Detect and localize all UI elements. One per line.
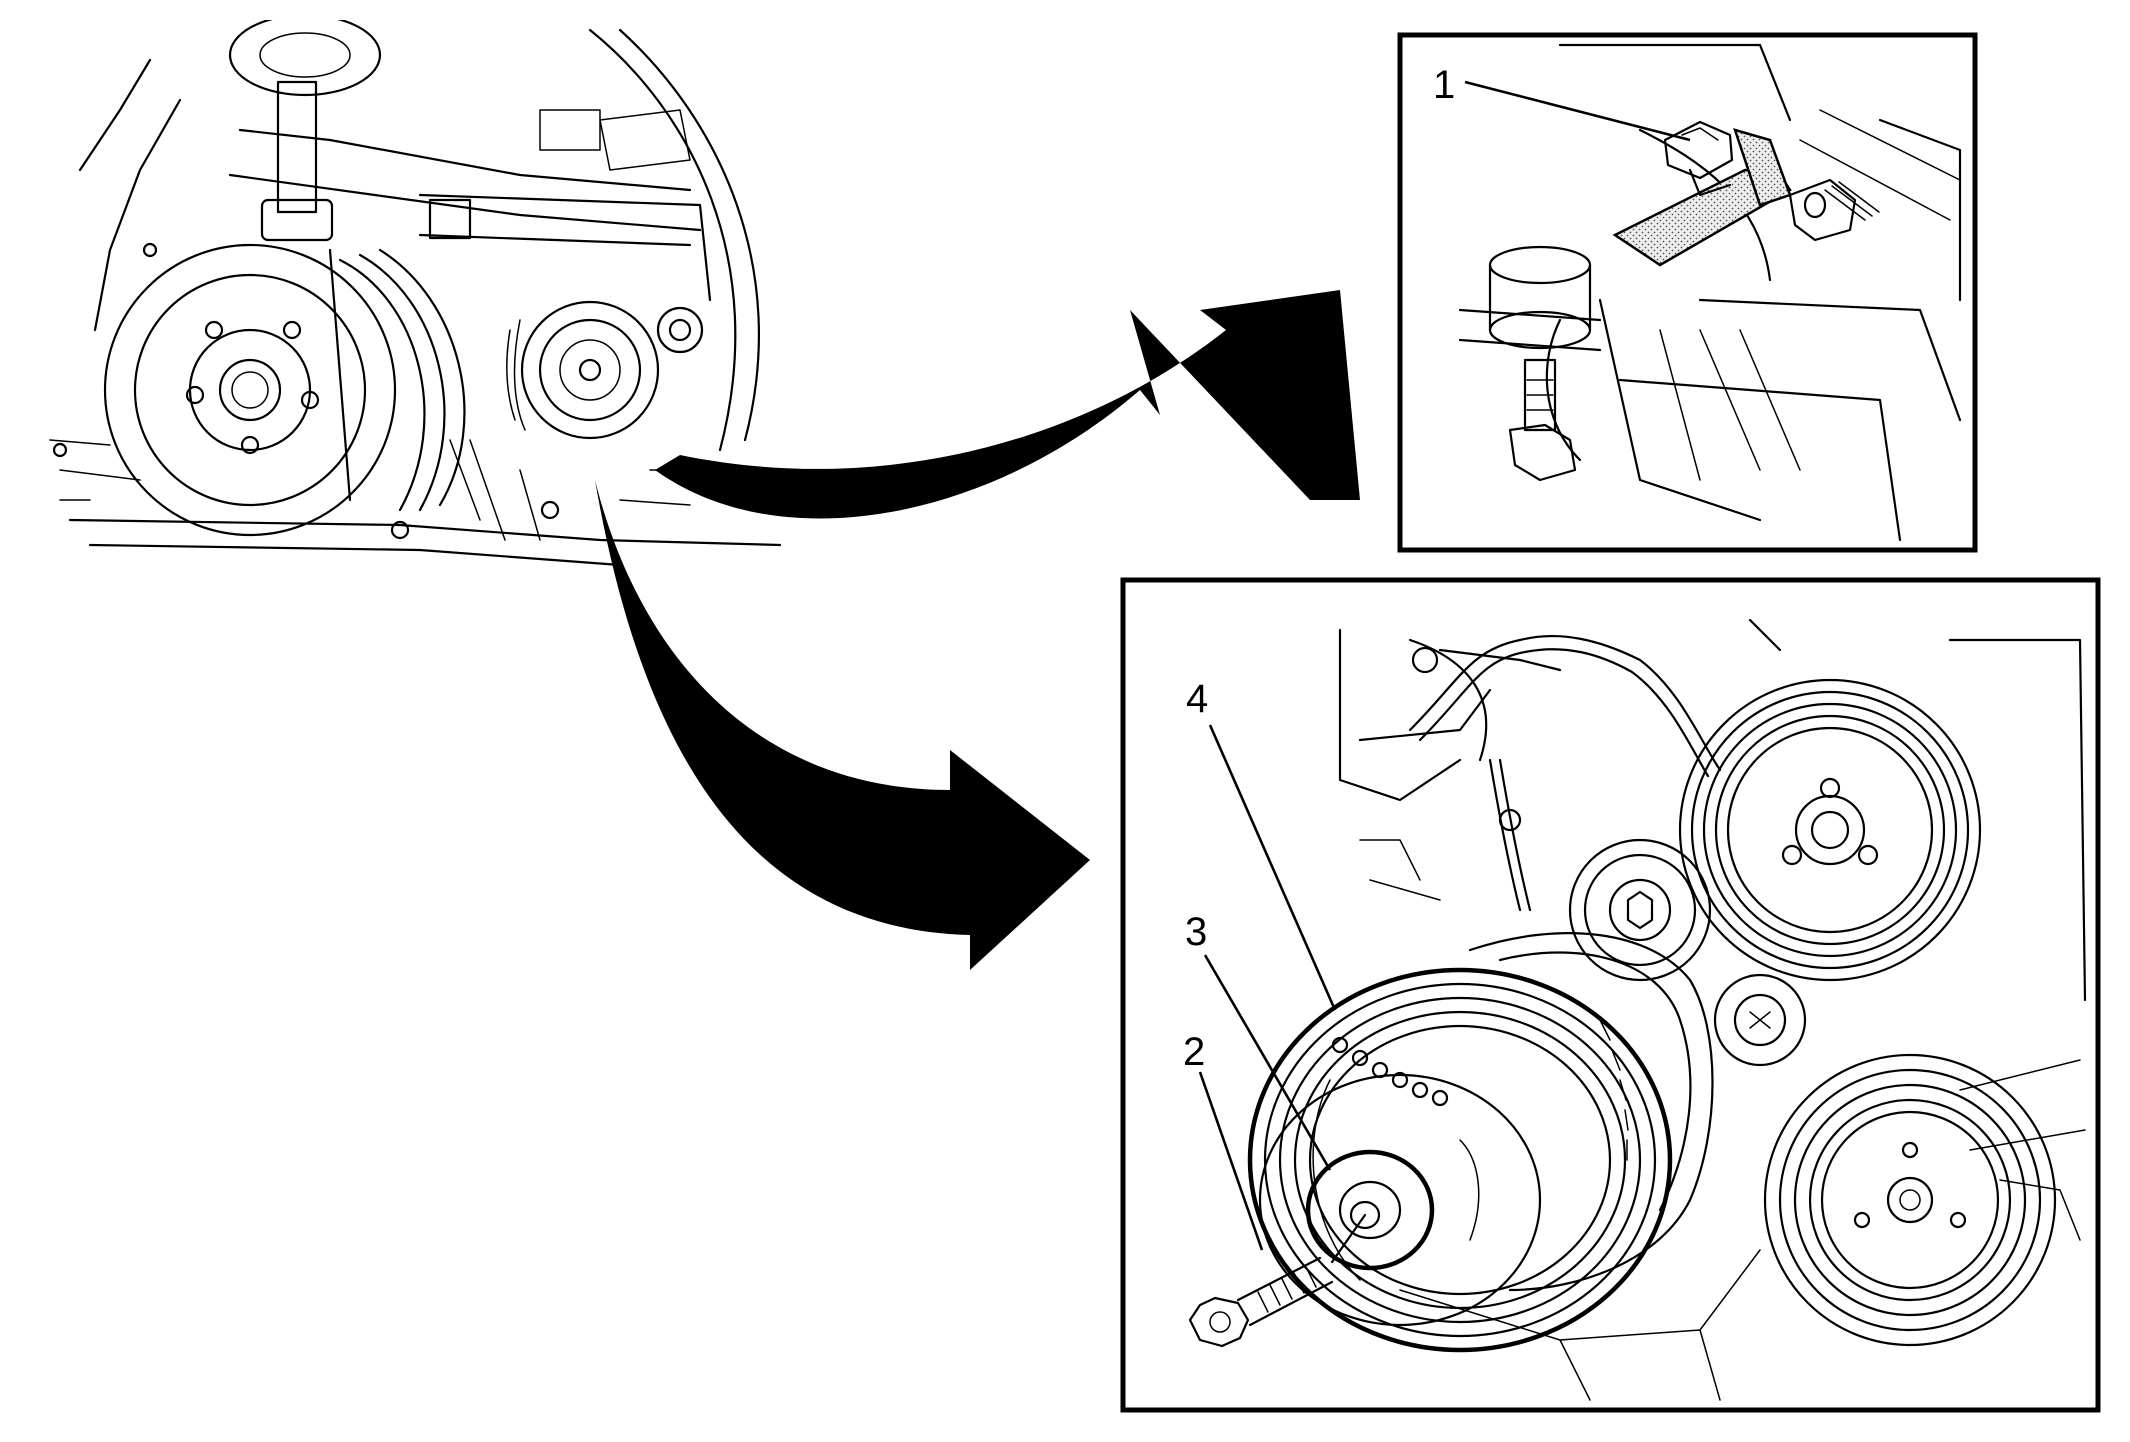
crankshaft-balancer — [1247, 967, 1673, 1353]
bolt-1 — [1663, 120, 1734, 197]
detail-box-1: 1 — [1397, 32, 1978, 553]
generator-body — [1468, 932, 1714, 1292]
callout-4: 4 — [1186, 677, 1208, 721]
detail-box-2: 2 3 4 — [1120, 577, 2101, 1413]
arrow-to-detail-2 — [595, 480, 1090, 970]
callout-1: 1 — [1433, 63, 1455, 107]
upper-pulley — [1678, 678, 1982, 982]
arrow-to-detail-1 — [655, 290, 1360, 519]
overview-illustration — [49, 20, 782, 567]
callout-2: 2 — [1183, 1030, 1205, 1074]
callout-3: 3 — [1185, 910, 1207, 954]
idler-pulley — [1568, 838, 1712, 982]
crank-bolt — [1188, 1213, 1367, 1348]
compressor-pulley — [1763, 1053, 2057, 1347]
tensioner — [1713, 973, 1807, 1067]
washer — [1305, 1149, 1435, 1271]
